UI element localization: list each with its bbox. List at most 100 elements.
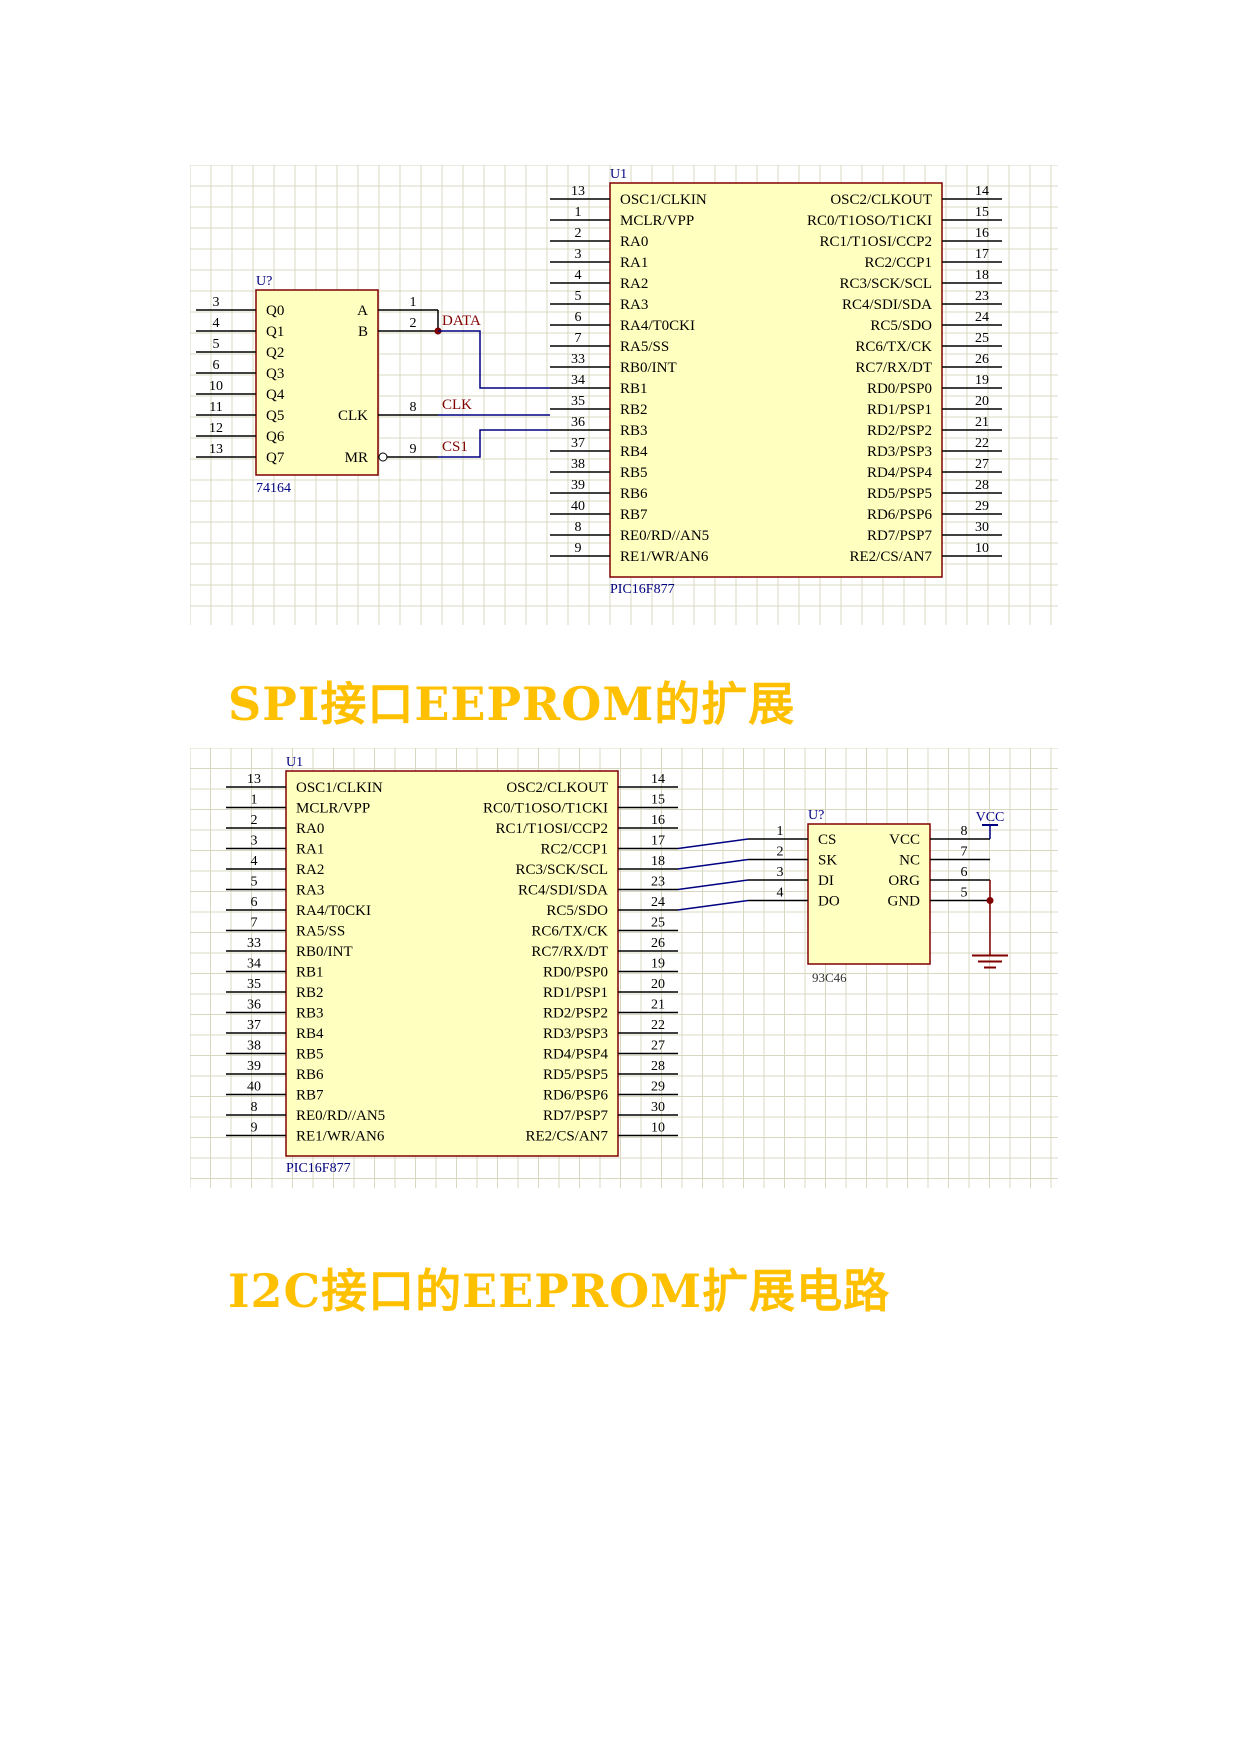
mcu-pin-number: 38 [571, 457, 585, 472]
mcu-pin-name: RA4/T0CKI [620, 318, 695, 334]
eeprom-pin-number: 3 [777, 865, 784, 880]
mcu2-pin-number: 7 [251, 916, 258, 931]
mcu-pin-name: RC7/RX/DT [855, 360, 932, 376]
shift-register-pin-number: 4 [213, 316, 220, 331]
mcu-pin-number: 29 [975, 499, 989, 514]
mcu2-pin-number: 34 [247, 957, 261, 972]
shift-register-pin-name: Q5 [266, 408, 284, 424]
vcc-label: VCC [976, 810, 1005, 825]
wire-data [438, 330, 550, 389]
mcu-pin-name: RB1 [620, 381, 648, 397]
mcu2-pin-name: RD7/PSP7 [543, 1108, 609, 1124]
shift-register-pin-number: 1 [410, 295, 417, 310]
mcu2-pin-name: RD0/PSP0 [543, 965, 608, 981]
mcu2-pin-number: 36 [247, 998, 261, 1013]
mcu2-pin-name: RD4/PSP4 [543, 1047, 609, 1063]
eeprom-ref: U? [808, 808, 824, 823]
shift-register-pin-number: 10 [209, 379, 223, 394]
shift-register-pin-name: Q0 [266, 303, 284, 319]
i2c-schematic-svg: U1PIC16F87713OSC1/CLKIN1MCLR/VPP2RA03RA1… [190, 748, 1058, 1188]
eeprom-pin-name: NC [899, 853, 920, 869]
mcu2-pin-name: RD6/PSP6 [543, 1088, 609, 1104]
mcu-pin-number: 37 [571, 436, 585, 451]
mcu-pin-name: RD6/PSP6 [867, 507, 933, 523]
mcu2-pin-name: RB4 [296, 1026, 324, 1042]
eeprom-pin-number: 4 [777, 886, 784, 901]
mcu-pin-name: RD7/PSP7 [867, 528, 933, 544]
mcu-pin-number: 39 [571, 478, 585, 493]
eeprom-pin-number: 8 [961, 824, 968, 839]
mcu2-pin-number: 18 [651, 854, 665, 869]
mcu2-pin-number: 8 [251, 1100, 258, 1115]
mcu2-pin-number: 4 [251, 854, 258, 869]
shift-register-pin-name: A [357, 303, 368, 319]
mcu2-pin-number: 6 [251, 895, 258, 910]
mcu2-pin-name: RB1 [296, 965, 324, 981]
shift-register-pin-number: 12 [209, 421, 223, 436]
mcu2-pin-number: 3 [251, 834, 258, 849]
shift-register-pin-name: Q6 [266, 429, 285, 445]
junction-dot [986, 897, 994, 904]
mcu-pin-number: 27 [975, 457, 989, 472]
shift-register-ref: U? [256, 274, 272, 289]
shift-register-pin-number: 11 [209, 400, 222, 415]
mcu-pin-number: 13 [571, 184, 585, 199]
mcu-pin-name: RC5/SDO [870, 318, 932, 334]
mcu-pin-number: 17 [975, 247, 989, 262]
shift-register-pin-number: 5 [213, 337, 220, 352]
mcu2-pin-name: RD5/PSP5 [543, 1067, 608, 1083]
wire-bus [677, 838, 749, 850]
mcu-pin-number: 28 [975, 478, 989, 493]
shift-register-pin-number: 2 [410, 316, 417, 331]
net-label-clk: CLK [442, 397, 472, 413]
mcu2-pin-number: 25 [651, 916, 665, 931]
mcu-pin-number: 20 [975, 394, 989, 409]
mcu-pin-number: 23 [975, 289, 989, 304]
mcu-pin-number: 15 [975, 205, 989, 220]
mcu2-pin-number: 2 [251, 813, 258, 828]
mcu-pin-name: RD4/PSP4 [867, 465, 933, 481]
mcu-pin-name: RD0/PSP0 [867, 381, 932, 397]
mcu-pin-number: 24 [975, 310, 989, 325]
mcu2-pin-name: OSC2/CLKOUT [506, 780, 608, 796]
mcu-pin-number: 7 [575, 331, 582, 346]
mcu2-pin-number: 10 [651, 1121, 665, 1136]
mcu2-pin-name: RC2/CCP1 [540, 842, 608, 858]
mcu2-pin-number: 26 [651, 936, 665, 951]
mcu-pin-number: 18 [975, 268, 989, 283]
mcu2-pin-number: 17 [651, 834, 665, 849]
shift-register-pin-name: Q7 [266, 450, 285, 466]
mcu-pin-name: RB4 [620, 444, 648, 460]
mcu-pin-number: 8 [575, 520, 582, 535]
eeprom-pin-name: VCC [889, 832, 920, 848]
mcu-pin-number: 16 [975, 226, 989, 241]
mcu-pin-name: RA3 [620, 297, 648, 313]
mcu-pin-name: RE0/RD//AN5 [620, 528, 709, 544]
mcu2-pin-name: RD1/PSP1 [543, 985, 608, 1001]
mcu-pin-number: 33 [571, 352, 585, 367]
mcu-pin-name: RB0/INT [620, 360, 677, 376]
net-label-cs1: CS1 [442, 439, 468, 455]
mcu2-pin-name: RC0/T1OSO/T1CKI [483, 801, 608, 817]
mcu-pin-name: OSC1/CLKIN [620, 192, 707, 208]
mcu2-pin-number: 13 [247, 772, 261, 787]
mcu-pin-name: RC0/T1OSO/T1CKI [807, 213, 932, 229]
eeprom-pin-name: DO [818, 894, 840, 910]
mcu2-ref: U1 [286, 755, 303, 770]
eeprom-body [807, 823, 931, 965]
mcu2-pin-number: 27 [651, 1039, 665, 1054]
mcu2-pin-number: 38 [247, 1039, 261, 1054]
mcu2-pin-number: 1 [251, 793, 258, 808]
shift-register-pin-number: 9 [410, 442, 417, 457]
mcu-pin-number: 30 [975, 520, 989, 535]
mcu-pin-name: MCLR/VPP [620, 213, 694, 229]
mcu-pin-name: RE1/WR/AN6 [620, 549, 709, 565]
mcu-pin-name: RD3/PSP3 [867, 444, 932, 460]
mcu-pin-number: 3 [575, 247, 582, 262]
net-label-data: DATA [442, 313, 481, 329]
mcu-pin-name: RB2 [620, 402, 648, 418]
mcu-pin-number: 5 [575, 289, 582, 304]
mcu2-pin-name: RB5 [296, 1047, 324, 1063]
mcu2-part: PIC16F877 [286, 1161, 351, 1176]
mcu2-pin-number: 30 [651, 1100, 665, 1115]
